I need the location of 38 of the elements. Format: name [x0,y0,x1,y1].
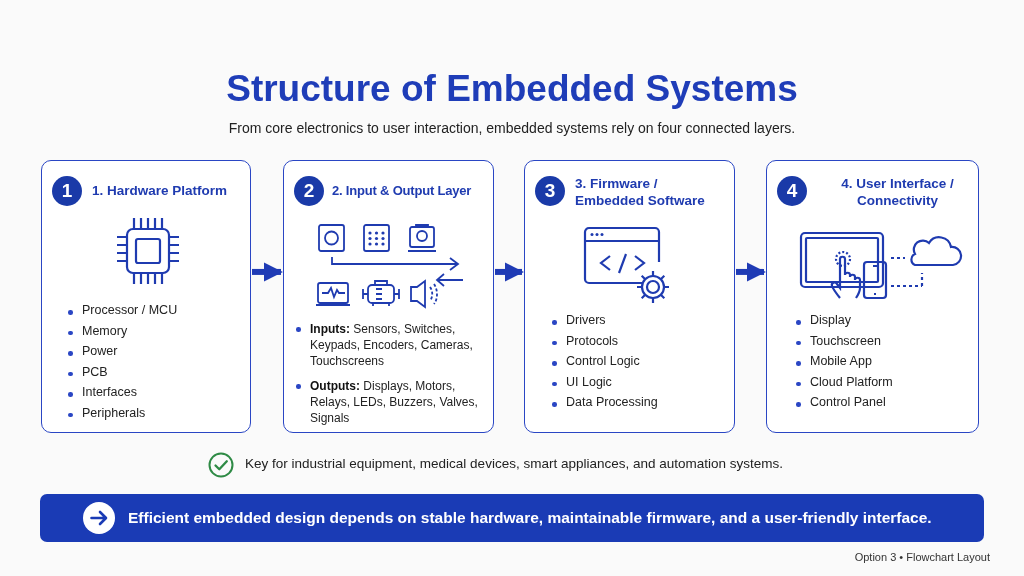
note-text: Key for industrial equipment, medical devices, smart appliances, and automation systems. [245,456,783,471]
list-item: Drivers [550,314,726,327]
list-item: UI Logic [550,375,726,389]
list-item: Power [66,345,242,358]
list-item: Control Panel [794,396,970,409]
step-number: 1 [52,176,82,206]
list-item: Control Logic [550,355,726,368]
arrow [736,262,766,282]
step-number: 4 [777,176,807,206]
list-item: Interfaces [66,386,242,399]
list-item: Inputs: Sensors, Switches, Keypads, Encoders, Cameras, Touchscreens [294,321,485,369]
footer-text: Option 3 • Flowchart Layout [854,551,990,563]
card-heading: 1. Hardware Platform [92,182,228,199]
subtitle: From core electronics to user interaction, embedded systems rely on four connected layers. [227,120,797,136]
summary-banner [40,494,984,542]
list-item: Display [794,314,970,327]
banner-text: Efficient embedded design depends on stable hardware, maintainable firmware, and a user-friendly interface. [128,509,932,527]
step-number: 3 [535,176,565,206]
list-item: Touchscreen [794,334,970,348]
step-number: 2 [294,176,324,206]
title: Structure of Embedded Systems [225,68,799,110]
list-item: Peripherals [66,406,242,420]
list-item: Outputs: Displays, Motors, Relays, LEDs, Buzzers, Valves, Signals [294,378,485,426]
layer-card [41,160,251,433]
list-item: Processor / MCU [66,304,242,317]
list-item: Cloud Platform [794,375,970,389]
card-heading: 2. Input & Output Layer [332,182,472,199]
list-item: Data Processing [550,396,726,409]
card-heading: 4. User Interface / Connectivity [840,175,955,209]
arrow [252,262,283,282]
list-item: PCB [66,365,242,379]
list-item: Mobile App [794,355,970,368]
card-heading: 3. Firmware / Embedded Software [575,175,705,209]
layer-card [766,160,979,433]
list-item: Protocols [550,334,726,348]
layer-card [524,160,735,433]
list-item: Memory [66,324,242,338]
arrow [495,262,524,282]
